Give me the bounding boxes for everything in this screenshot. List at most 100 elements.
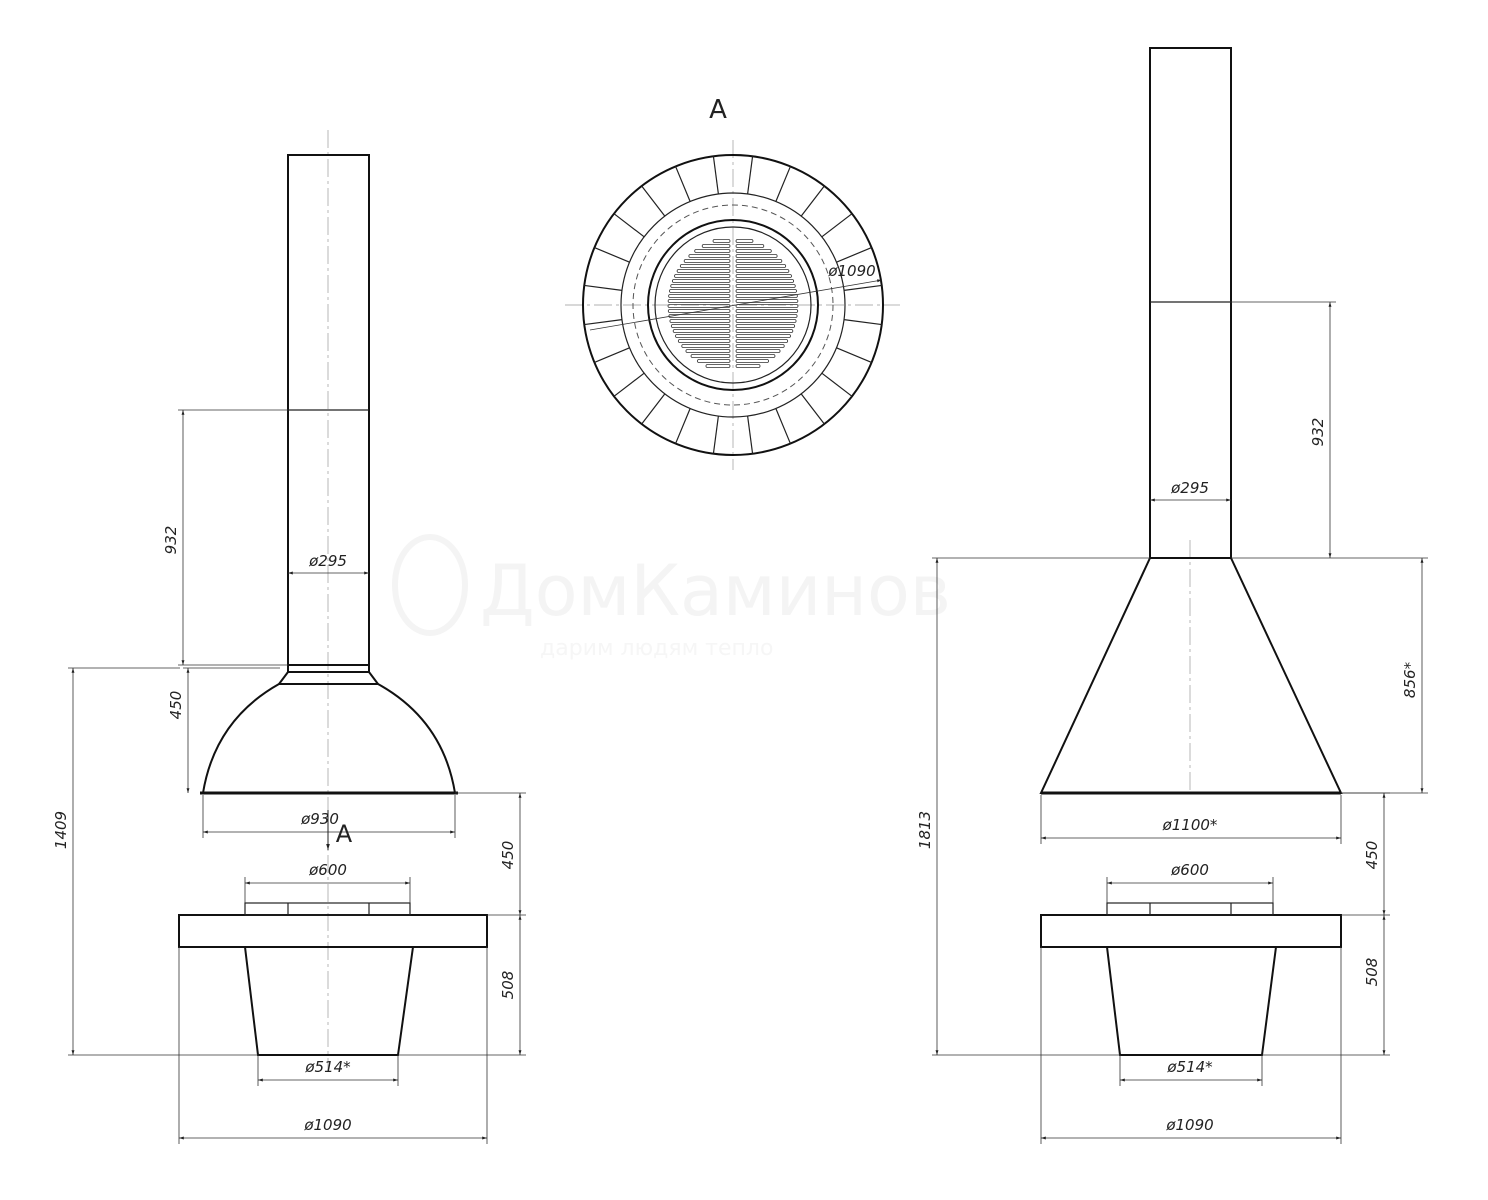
grate-slot: [677, 339, 731, 343]
front-view: 932 ø295 450 ø930 A 1409 450 508 ø600 ø5…: [52, 130, 526, 1144]
grate-slot: [681, 344, 731, 348]
grate-slot: [735, 284, 796, 288]
grate-slot: [735, 364, 761, 368]
dim-hood-diameter: ø930: [300, 810, 339, 828]
dim-total-height: 1813: [916, 811, 934, 849]
dim-bowl-diameter: ø514*: [1166, 1058, 1213, 1076]
dim-grate-diameter: ø600: [1170, 861, 1209, 879]
grate-slot: [735, 269, 790, 273]
watermark: ДомКаминов дарим людям тепло: [392, 534, 951, 661]
dim-gap-height: 450: [1363, 841, 1381, 870]
grate-slot: [735, 349, 781, 353]
plate-segment-line: [584, 284, 623, 291]
grate-slot: [735, 259, 783, 263]
plate-segment-line: [594, 347, 630, 363]
grate-slot: [668, 294, 731, 298]
grate-slot: [690, 354, 731, 358]
plate-segment-line: [641, 393, 666, 425]
grate-slot: [667, 299, 731, 303]
plate-segment-line: [613, 213, 645, 238]
plate-segment-line: [594, 247, 630, 263]
dim-base-height: 508: [1363, 958, 1381, 987]
grate-slot: [674, 274, 731, 278]
view-title: A: [709, 95, 727, 125]
watermark-brand: ДомКаминов: [480, 550, 951, 632]
grate-slot: [694, 249, 731, 253]
grate-slot: [735, 249, 772, 253]
grate-ring: [1106, 902, 1274, 916]
grate-slot: [735, 344, 785, 348]
dim-total-height: 1409: [52, 811, 70, 849]
grate-slot: [735, 254, 778, 258]
grate-slot: [735, 314, 798, 318]
bowl: [244, 946, 414, 1056]
grate-slot: [735, 289, 797, 293]
base-plate: [1040, 914, 1342, 948]
plate-segment-line: [675, 408, 691, 444]
grate-slot: [676, 269, 731, 273]
plate-segment-line: [747, 156, 754, 195]
plate-segment-line: [675, 166, 691, 202]
grate-slot: [735, 304, 799, 308]
dim-base-height: 508: [499, 971, 517, 1000]
dim-hood-diameter: ø1100*: [1162, 816, 1218, 834]
watermark-slogan: дарим людям тепло: [540, 636, 773, 661]
grate-slot: [735, 339, 789, 343]
grate-slot: [668, 314, 731, 318]
grate-slot: [735, 319, 797, 323]
plate-segment-line: [836, 347, 872, 363]
side-view: 932 ø295 856* 1813 ø1100* 450 508 ø600 ø…: [916, 47, 1428, 1144]
grate-slot: [669, 289, 731, 293]
grate-slot: [735, 324, 796, 328]
grate-slot: [672, 329, 731, 333]
grate-slot: [683, 259, 731, 263]
dim-chimney-diameter: ø295: [1170, 479, 1209, 497]
dim-hood-height: 856*: [1401, 661, 1419, 698]
dim-chimney-diameter: ø295: [308, 552, 347, 570]
grate-slot: [670, 324, 731, 328]
plate-segment-line: [843, 319, 882, 326]
plate-segment-line: [584, 319, 623, 326]
grate-slot: [697, 359, 731, 363]
outer-plate: [582, 154, 884, 456]
grate-slot: [667, 309, 731, 313]
plate-segment-line: [843, 284, 882, 291]
grate-slot: [735, 354, 776, 358]
plate-segment-line: [712, 415, 719, 454]
grate-slot: [735, 274, 792, 278]
plate-segment-line: [775, 408, 791, 444]
grate-slot: [735, 309, 799, 313]
plate-segment-line: [821, 213, 853, 238]
plate-segment-line: [747, 415, 754, 454]
dim-gap-height: 450: [499, 841, 517, 870]
plate-segment-line: [775, 166, 791, 202]
grate-slot: [688, 254, 731, 258]
dim-outer-diameter: ø1090: [827, 262, 875, 280]
grate-slot: [685, 349, 731, 353]
grate-slot: [669, 319, 731, 323]
grate-slot: [735, 329, 794, 333]
plate-segment-line: [800, 393, 825, 425]
dim-grate-diameter: ø600: [308, 861, 347, 879]
base-plate: [178, 914, 488, 948]
section-arrow-label: A: [336, 820, 353, 848]
cone-hood: [1039, 557, 1343, 794]
dim-hood-height: 450: [167, 691, 185, 720]
dim-chimney-height: 932: [1309, 418, 1327, 447]
dim-plate-diameter: ø1090: [303, 1116, 351, 1134]
grate-slot: [671, 279, 731, 283]
dim-chimney-height: 932: [162, 526, 180, 555]
plate-segment-line: [613, 372, 645, 397]
grate-slot: [735, 294, 798, 298]
grate-slot: [735, 244, 765, 248]
grate-slot: [735, 279, 795, 283]
top-view: A ø1090: [565, 95, 900, 470]
grate-slot: [712, 239, 731, 243]
grate-slot: [679, 264, 731, 268]
grate-slot: [735, 264, 787, 268]
grate-slot: [705, 364, 731, 368]
plate-segment-line: [821, 372, 853, 397]
dim-bowl-diameter: ø514*: [304, 1058, 351, 1076]
grate-ring: [244, 902, 411, 916]
